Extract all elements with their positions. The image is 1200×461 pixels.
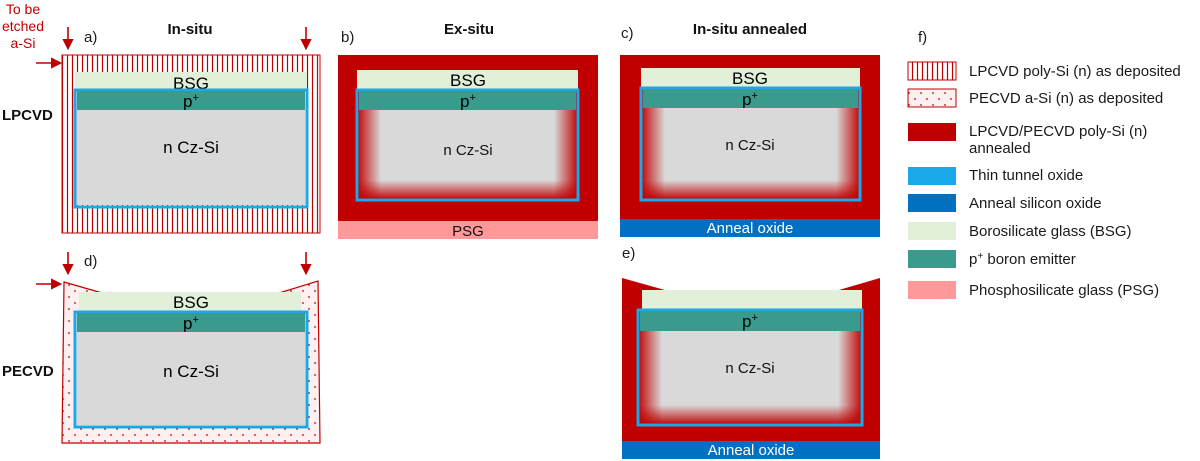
emitter-layer — [640, 311, 860, 331]
panel-c-title: In-situ annealed — [693, 21, 807, 38]
substrate — [77, 110, 305, 205]
panel-d: d) BSG p+ n Cz-Si — [61, 253, 321, 444]
row-label-lpcvd: LPCVD — [2, 107, 53, 124]
legend-label-tunnel-oxide: Thin tunnel oxide — [969, 167, 1083, 184]
legend-swatch-emitter — [908, 250, 956, 268]
diffusion-left — [640, 331, 662, 423]
panel-b-title: Ex-situ — [444, 21, 494, 38]
bsg-label: BSG — [732, 69, 768, 88]
substrate — [77, 332, 305, 425]
panel-a: a) In-situ BSG p+ n Cz-Si — [61, 21, 321, 234]
bsg-label: BSG — [173, 293, 209, 312]
bsg-layer — [79, 292, 301, 312]
etch-annotation: To be etched a-Si — [2, 1, 44, 51]
substrate-label: n Cz-Si — [163, 138, 219, 157]
emitter-layer — [643, 89, 858, 108]
diffusion-bottom — [359, 180, 576, 198]
panel-a-letter: a) — [84, 29, 97, 46]
emitter-label-sup: + — [470, 92, 476, 104]
substrate-label: n Cz-Si — [443, 142, 492, 159]
emitter-label-sup: + — [752, 90, 758, 102]
anneal-oxide-label: Anneal oxide — [708, 442, 795, 459]
legend-label-bsg: Borosilicate glass (BSG) — [969, 223, 1132, 240]
legend-label-emitter: p+ boron emitter — [969, 251, 1076, 269]
emitter-label: p+ — [183, 92, 199, 111]
panel-d-letter: d) — [84, 253, 97, 270]
diffusion-left — [359, 110, 381, 198]
bsg-label: BSG — [450, 71, 486, 90]
legend-label-psg: Phosphosilicate glass (PSG) — [969, 282, 1159, 299]
legend-swatch-psg — [908, 281, 956, 299]
tunnel-oxide — [639, 86, 862, 202]
emitter-layer — [77, 91, 305, 110]
emitter-label-sup: + — [193, 314, 199, 326]
annotation-line-3: a-Si — [11, 35, 36, 51]
legend-label-pecvd: PECVD a-Si (n) as deposited — [969, 90, 1163, 107]
legend-swatch-bsg — [908, 222, 956, 240]
legend-label-emitter-sup: + — [977, 251, 983, 262]
panel-e: e) Anneal oxide p+ n Cz-Si — [622, 245, 880, 459]
anneal-oxide-layer — [622, 441, 880, 459]
legend-swatch-lpcvd-hatch — [907, 61, 957, 81]
bsg-layer — [641, 68, 860, 88]
panel-c-letter: c) — [621, 25, 634, 42]
emitter-label-base: p — [742, 90, 751, 109]
emitter-label-sup: + — [193, 92, 199, 104]
annotation-line-2: etched — [2, 18, 44, 34]
psg-label: PSG — [452, 223, 484, 240]
legend-swatch-annealed — [908, 123, 956, 141]
substrate-label: n Cz-Si — [725, 137, 774, 154]
legend-label-anneal-oxide: Anneal silicon oxide — [969, 195, 1102, 212]
legend: f) LPCVD poly-Si (n) as deposited PECVD … — [907, 29, 1181, 299]
legend-swatch-tunnel-oxide — [908, 167, 956, 185]
emitter-label-base: p — [460, 92, 469, 111]
bsg-layer — [75, 72, 307, 92]
panel-e-letter: e) — [622, 245, 635, 262]
diffusion-right — [836, 108, 858, 198]
row-label-pecvd: PECVD — [2, 363, 54, 380]
emitter-label: p+ — [460, 92, 476, 111]
panel-a-title: In-situ — [168, 21, 213, 38]
emitter-layer — [77, 313, 305, 332]
substrate-label: n Cz-Si — [725, 360, 774, 377]
diffusion-bottom — [643, 180, 858, 198]
legend-label-emitter-base: p — [969, 251, 977, 268]
legend-label-annealed: LPCVD/PECVD poly-Si (n) — [969, 123, 1147, 140]
emitter-label: p+ — [742, 90, 758, 109]
emitter-label-base: p — [183, 92, 192, 111]
panel-b: b) Ex-situ PSG BSG p+ n Cz-Si — [338, 21, 598, 240]
emitter-label: p+ — [183, 314, 199, 333]
legend-label-annealed-2: annealed — [969, 140, 1031, 157]
anneal-oxide-layer — [620, 219, 880, 237]
bsg-layer — [642, 290, 862, 310]
panel-c: c) In-situ annealed Anneal oxide BSG p+ … — [620, 21, 880, 237]
annotation-line-1: To be — [6, 1, 40, 17]
emitter-label-base: p — [183, 314, 192, 333]
psg-layer — [338, 221, 598, 239]
emitter-layer — [359, 91, 576, 110]
panel-f-letter: f) — [918, 29, 927, 46]
legend-label-lpcvd: LPCVD poly-Si (n) as deposited — [969, 63, 1181, 80]
tunnel-oxide — [73, 88, 309, 209]
panel-b-letter: b) — [341, 29, 354, 46]
diffusion-bottom — [640, 405, 860, 423]
tunnel-oxide — [73, 310, 309, 429]
substrate-label: n Cz-Si — [163, 362, 219, 381]
tunnel-oxide — [636, 308, 864, 427]
bsg-label: BSG — [173, 74, 209, 93]
legend-label-emitter-rest: boron emitter — [983, 251, 1076, 268]
emitter-label-sup: + — [752, 312, 758, 324]
legend-swatch-pecvd-dots — [907, 88, 957, 108]
legend-swatch-anneal-oxide — [908, 194, 956, 212]
anneal-oxide-label: Anneal oxide — [707, 220, 794, 237]
diffusion-right — [838, 331, 860, 423]
bsg-layer — [357, 70, 578, 90]
diffusion-left — [643, 108, 665, 198]
emitter-label: p+ — [742, 312, 758, 331]
emitter-label-base: p — [742, 312, 751, 331]
tunnel-oxide — [355, 88, 580, 202]
diffusion-right — [554, 110, 576, 198]
